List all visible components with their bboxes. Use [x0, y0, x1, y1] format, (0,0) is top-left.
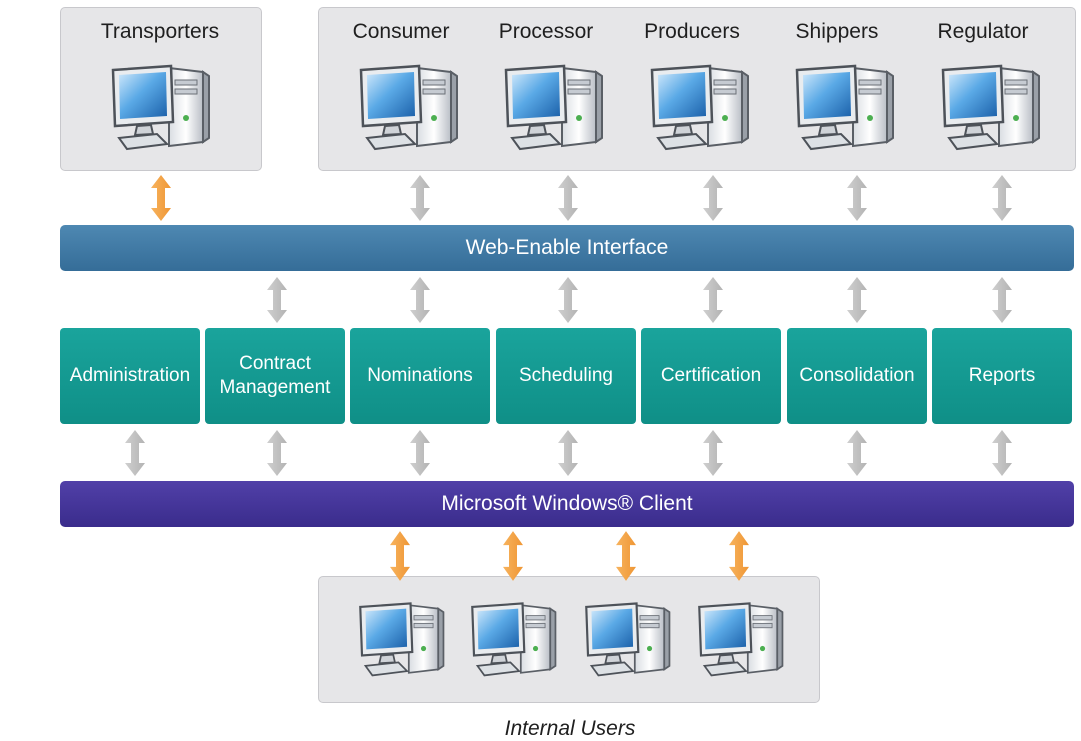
double-arrow-icon	[558, 175, 578, 221]
module-label: Administration	[69, 365, 191, 386]
partner-label-regulator: Regulator	[937, 20, 1029, 43]
module-scheduling: Scheduling	[496, 328, 636, 424]
module-label: Reports	[968, 365, 1036, 386]
double-arrow-icon	[390, 531, 410, 581]
double-arrow-icon	[703, 175, 723, 221]
module-consolidation: Consolidation	[787, 328, 927, 424]
double-arrow-icon	[847, 277, 867, 323]
computer-icon-internal	[471, 602, 557, 677]
double-arrow-icon	[410, 430, 430, 476]
web-enable-interface-label: Web-Enable Interface	[465, 236, 669, 259]
double-arrow-icon	[503, 531, 523, 581]
double-arrow-icon	[267, 430, 287, 476]
computer-icon-regulator	[941, 64, 1041, 151]
internal-users-caption: Internal Users	[504, 717, 636, 740]
double-arrow-icon	[558, 277, 578, 323]
transporters-label: Transporters	[100, 20, 220, 43]
partner-label-processor: Processor	[498, 20, 594, 43]
double-arrow-icon	[847, 175, 867, 221]
double-arrow-icon	[410, 175, 430, 221]
partner-label-consumer: Consumer	[352, 20, 450, 43]
computer-icon-shippers	[795, 64, 895, 151]
module-label: Nominations	[367, 365, 473, 386]
module-label: Consolidation	[799, 365, 915, 386]
double-arrow-icon	[267, 277, 287, 323]
module-certification: Certification	[641, 328, 781, 424]
computer-icon-internal	[585, 602, 671, 677]
module-nominations: Nominations	[350, 328, 490, 424]
computer-icon-internal	[359, 602, 445, 677]
double-arrow-icon	[992, 175, 1012, 221]
double-arrow-icon	[992, 277, 1012, 323]
double-arrow-icon	[703, 430, 723, 476]
double-arrow-icon	[125, 430, 145, 476]
computer-icon-internal	[698, 602, 784, 677]
partner-label-producers: Producers	[644, 20, 740, 43]
windows-client-label: Microsoft Windows® Client	[441, 492, 693, 515]
double-arrow-icon	[410, 277, 430, 323]
module-label: Scheduling	[518, 365, 614, 386]
double-arrow-icon	[558, 430, 578, 476]
module-reports: Reports	[932, 328, 1072, 424]
web-enable-interface-bar: Web-Enable Interface	[60, 225, 1074, 271]
module-contract-management: Contract Management	[205, 328, 345, 424]
double-arrow-icon	[847, 430, 867, 476]
double-arrow-icon	[729, 531, 749, 581]
module-administration: Administration	[60, 328, 200, 424]
computer-icon-consumer	[359, 64, 459, 151]
computer-icon-producers	[650, 64, 750, 151]
partner-label-shippers: Shippers	[795, 20, 879, 43]
double-arrow-icon	[992, 430, 1012, 476]
module-label: Certification	[660, 365, 762, 386]
double-arrow-icon	[151, 175, 171, 221]
windows-client-bar: Microsoft Windows® Client	[60, 481, 1074, 527]
computer-icon-processor	[504, 64, 604, 151]
computer-icon-transporters	[111, 64, 211, 151]
double-arrow-icon	[703, 277, 723, 323]
module-label: Contract Management	[219, 353, 331, 398]
double-arrow-icon	[616, 531, 636, 581]
